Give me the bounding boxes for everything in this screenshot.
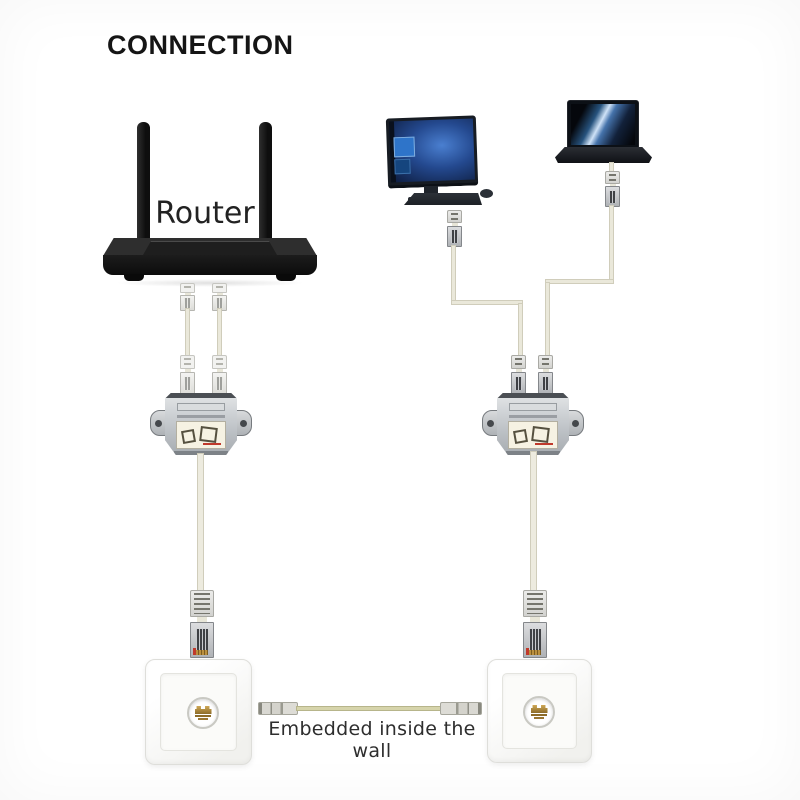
rj45-plug-splitter-left-b xyxy=(212,355,227,395)
rj45-plug-desktop xyxy=(447,210,462,247)
router-body-front xyxy=(103,255,317,275)
rj45-plug-laptop xyxy=(605,171,620,207)
router-antenna-right xyxy=(259,122,272,244)
label-red-line xyxy=(203,443,221,445)
wall-drop-cable-right xyxy=(530,451,537,592)
laptop-keyboard-base xyxy=(555,147,652,163)
label-red-line xyxy=(535,443,553,445)
splitter-slot-line xyxy=(177,415,225,418)
splitter-slot xyxy=(177,403,225,411)
router-foot xyxy=(124,274,144,281)
wall-jack-port xyxy=(187,697,219,729)
router-foot xyxy=(276,274,296,281)
laptop-screen xyxy=(567,100,639,148)
rj45-plug-splitter-right-b xyxy=(538,355,553,395)
mouse xyxy=(480,189,493,198)
splitter-label xyxy=(176,421,226,449)
splitter-slot-line xyxy=(509,415,557,418)
rj45-plug-splitter-right-a xyxy=(511,355,526,395)
splitter-slot xyxy=(509,403,557,411)
gold-rj45-jack-icon xyxy=(194,706,212,720)
splitter-label xyxy=(508,421,558,449)
ethernet-splitter-right xyxy=(482,393,584,455)
laptop-screen-image xyxy=(571,104,635,145)
page-title: CONNECTION xyxy=(107,30,294,60)
label-sketch xyxy=(531,426,550,443)
rj45-plug-router-a xyxy=(180,283,195,311)
rj45-wall-outlet-left xyxy=(145,659,252,765)
rj45-plug-wall-left xyxy=(190,590,214,658)
label-sketch xyxy=(180,428,197,445)
ethernet-cable-laptop-h xyxy=(545,279,614,284)
wall-note: Embedded inside the wall xyxy=(268,718,476,762)
wall-jack-port xyxy=(523,696,555,728)
router-label: Router xyxy=(155,196,255,231)
monitor-window xyxy=(393,136,416,158)
router-shadow xyxy=(115,279,305,287)
patch-cable-b xyxy=(217,308,222,358)
wall-drop-cable-left xyxy=(197,453,204,593)
monitor xyxy=(385,115,479,189)
wall-cable xyxy=(296,706,442,711)
router-antenna-left xyxy=(137,122,150,244)
rj45-wall-outlet-right xyxy=(487,659,592,763)
label-sketch xyxy=(512,428,529,445)
rj45-plug-wall-right xyxy=(523,590,547,658)
patch-cable-a xyxy=(185,308,190,358)
wall-cable-connector-left xyxy=(258,702,298,715)
router-body-panel xyxy=(143,241,277,255)
rj45-plug-router-b xyxy=(212,283,227,311)
ethernet-cable-laptop-v2 xyxy=(545,282,550,357)
monitor-window xyxy=(394,158,411,175)
ethernet-cable-desktop-v2 xyxy=(518,303,523,357)
ethernet-cable-desktop-v xyxy=(451,245,456,303)
label-sketch xyxy=(199,426,218,443)
wall-cable-connector-right xyxy=(440,702,482,715)
ethernet-splitter-left xyxy=(150,393,252,455)
keyboard xyxy=(404,193,482,205)
gold-rj45-jack-icon xyxy=(530,705,548,719)
ethernet-cable-laptop-v xyxy=(609,205,614,283)
rj45-plug-splitter-left-a xyxy=(180,355,195,395)
ethernet-cable-desktop-h xyxy=(451,300,523,305)
